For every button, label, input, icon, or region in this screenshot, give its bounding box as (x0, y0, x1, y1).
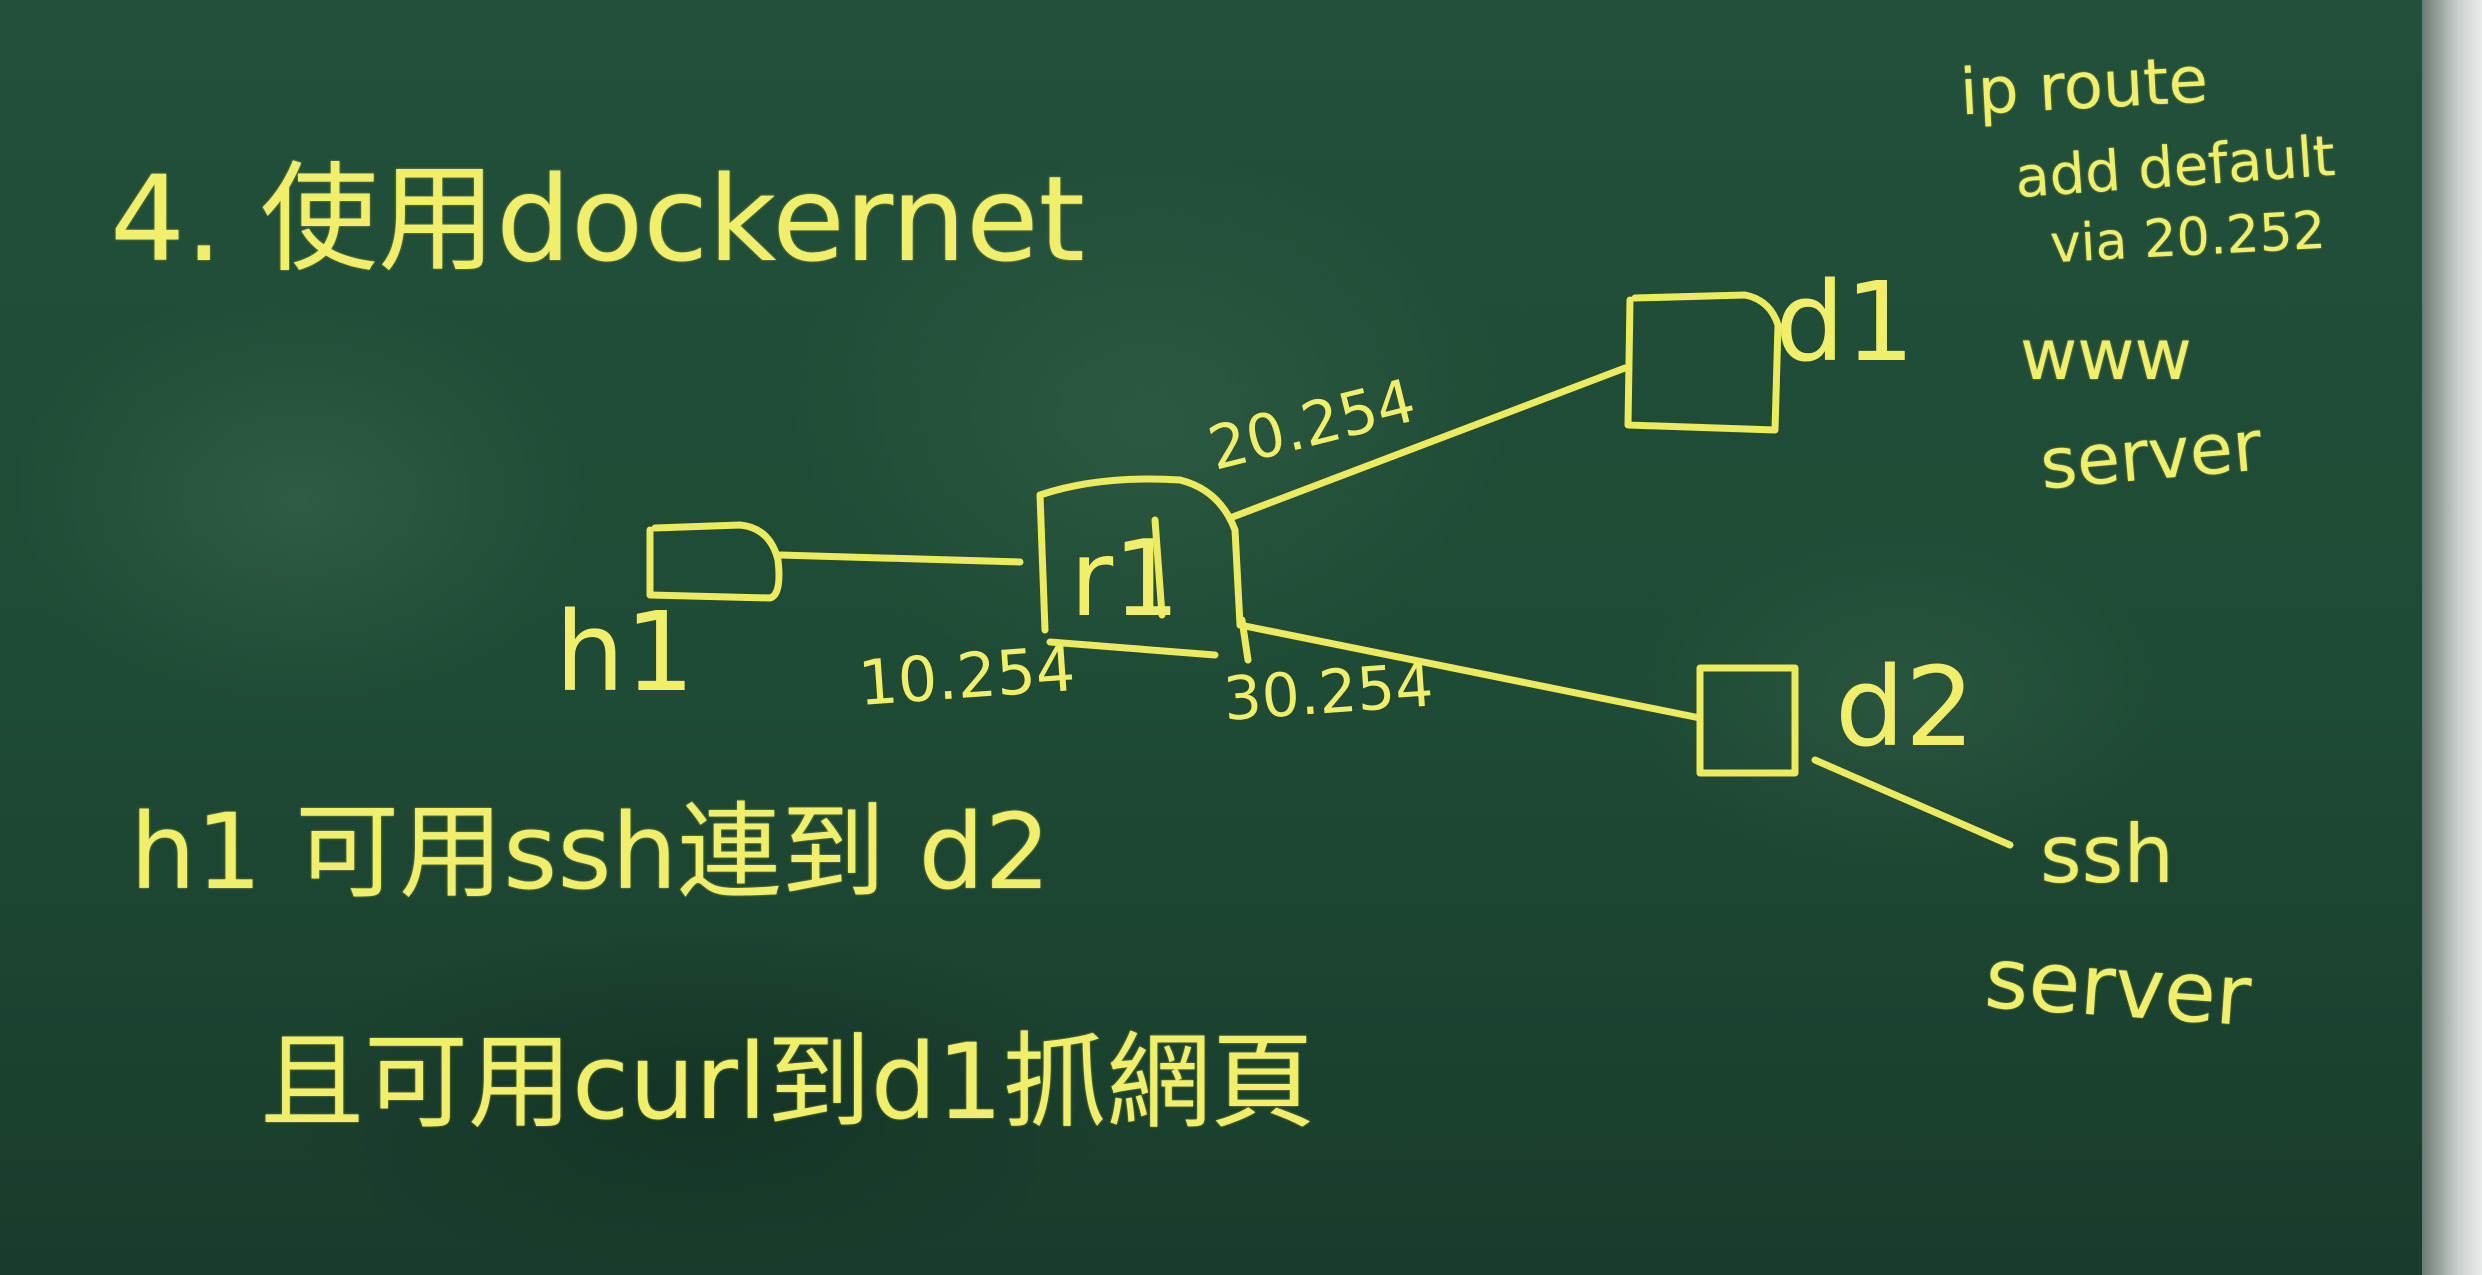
ip-d2-side: 30.254 (1221, 650, 1435, 734)
link-r1-d2 (1236, 621, 1704, 722)
link-r1-d1 (1226, 364, 1629, 522)
board-frame-edge (2422, 0, 2482, 1275)
d2-label: d2 (1835, 643, 1975, 771)
d2-node (1696, 664, 1799, 777)
r1-divider (1046, 638, 1219, 659)
task-line1: h1 可用ssh連到 d2 (130, 791, 1051, 913)
d1-node (1624, 291, 1782, 434)
r1-bar (1151, 516, 1166, 619)
ip-d1-side: 20.254 (1202, 366, 1423, 485)
h1-node (646, 521, 783, 602)
d1-role-line2: server (2036, 404, 2265, 506)
board-title: 4. 使用dockernet (110, 150, 1085, 288)
d2-role-line1: ssh (2040, 808, 2175, 901)
r1-d2-tick (1238, 616, 1252, 664)
route-note-line1: ip route (1958, 43, 2210, 131)
h1-label: h1 (555, 588, 695, 716)
route-note-line3: via 20.252 (2048, 200, 2327, 276)
link-h1-r1 (776, 551, 1024, 566)
r1-label: r1 (1070, 518, 1180, 640)
d1-role-line1: www (2020, 314, 2192, 396)
d2-role-line2: server (1981, 928, 2255, 1046)
ip-h1-side: 10.254 (856, 632, 1078, 720)
d2-pointer-line (1811, 756, 2014, 849)
r1-node (1036, 475, 1244, 634)
d1-label: d1 (1775, 258, 1915, 386)
task-line2: 且可用curl到d1抓網頁 (260, 1021, 1315, 1143)
